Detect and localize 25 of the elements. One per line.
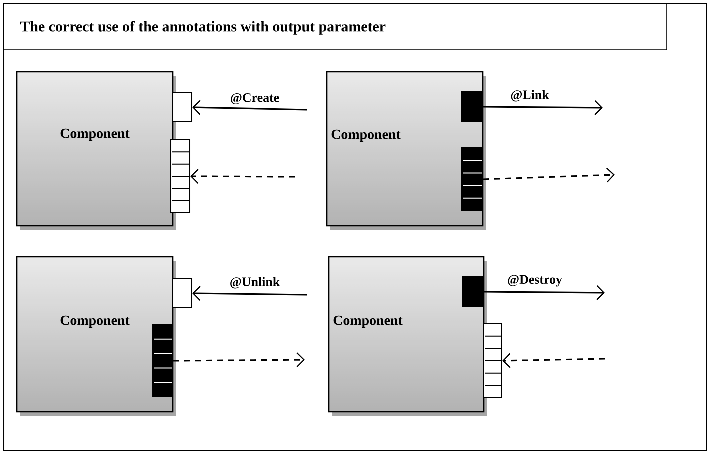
- port-stack: [170, 140, 190, 214]
- arrow: [484, 100, 603, 116]
- port-square: [172, 278, 192, 308]
- edge-label: @Create: [231, 93, 280, 105]
- port-stack: [484, 324, 502, 398]
- arrow: [192, 100, 308, 116]
- arrow: [502, 353, 606, 368]
- arrow: [192, 286, 308, 302]
- port-square: [172, 92, 192, 122]
- port-stack: [462, 148, 484, 212]
- port-stack: [152, 324, 174, 398]
- component-box: Component: [328, 256, 487, 416]
- edge-label: @Destroy: [508, 275, 562, 287]
- component-box: Component: [326, 71, 486, 230]
- component-box: Component: [16, 256, 176, 416]
- title-tab: The correct use of the annotations with output parameter: [4, 4, 668, 50]
- arrow: [190, 169, 296, 184]
- component-box: Component: [16, 71, 176, 230]
- edge-label: @Unlink: [230, 277, 280, 289]
- edge-label: @Link: [511, 90, 550, 102]
- arrow: [483, 168, 615, 183]
- port-square: [462, 276, 484, 308]
- arrow: [484, 286, 605, 300]
- arrow: [174, 352, 305, 368]
- port-square: [462, 92, 484, 122]
